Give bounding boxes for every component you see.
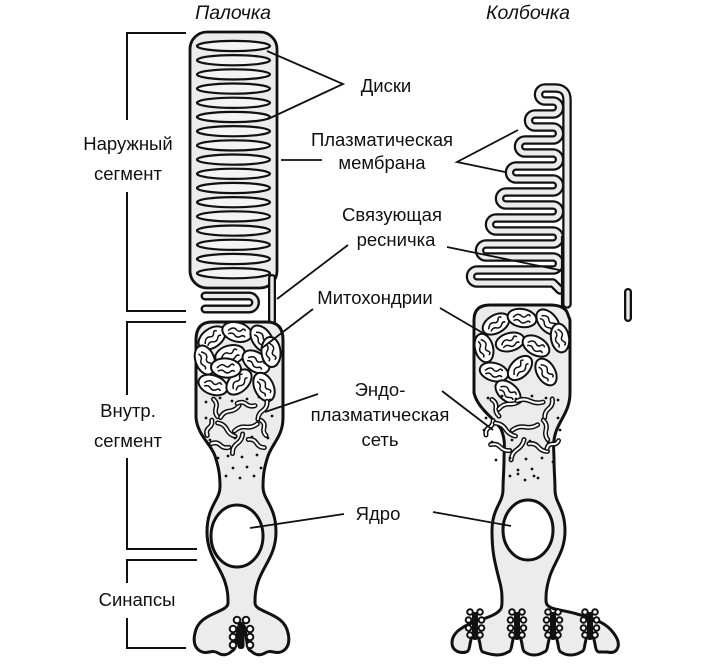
mitochondria-pointer-left [261,308,314,349]
connecting-cilium-label-line1: Связующая [342,204,442,225]
segment-brackets [126,32,197,649]
er-pointer-right [441,390,494,431]
cone-cell-illustration [450,83,632,657]
nucleus-pointer-left [249,513,345,529]
cone-nucleus [501,498,555,562]
inner-segment-bracket [126,321,197,550]
discs-label: Диски [361,75,412,96]
nucleus-label: Ядро [356,503,401,524]
cone-inner-segment-and-body [450,303,620,657]
inner-segment-label-line1: Внутр. [100,400,156,421]
rod-nucleus [209,503,265,569]
synapse-bracket [126,559,197,649]
plasma-membrane-pointer-right [454,129,519,173]
nucleus-pointer-right [432,511,512,527]
cone-endoplasmic-reticulum [483,396,562,463]
er-label-line1: Эндо- [355,379,406,400]
mitochondria-label: Митохондрии [317,287,432,308]
rod-basal-folds [200,291,260,314]
er-pointer-left [264,393,319,413]
cone-title: Колбочка [486,2,570,24]
cone-synaptic-ribbons [464,608,601,640]
rod-synaptic-ribbon [228,615,255,650]
inner-segment-label-line2: сегмент [94,430,163,451]
outer-segment-label-line1: Наружный [83,133,172,154]
cone-membrane-folds [465,83,572,309]
cone-mitochondria [473,307,571,405]
rod-mitochondria [193,321,282,403]
rod-cytoplasm-granules [204,395,274,480]
rod-cell-illustration [188,30,291,657]
connecting-cilium-label-line2: ресничка [357,229,437,250]
connecting-cilium-pointer-right [446,246,565,272]
connecting-cilium-pointer-left [276,244,349,300]
outer-segment-bracket [126,32,186,312]
outer-segment-label-line2: сегмент [94,163,163,184]
mitochondria-pointer-right [439,307,489,337]
discs-pointer-line [266,50,346,120]
rod-endoplasmic-reticulum [204,396,270,457]
er-label-line2: плазматическая [311,404,450,425]
rod-title: Палочка [195,2,271,24]
er-label-line3: сеть [361,429,398,450]
callout-pointer-lines [249,50,565,529]
plasma-membrane-label-line2: мембрана [338,152,426,173]
cone-cytoplasm-granules [482,394,562,482]
plasma-membrane-label-line1: Плазматическая [311,129,453,150]
synapses-label: Синапсы [99,589,176,610]
rod-discs [195,39,272,280]
